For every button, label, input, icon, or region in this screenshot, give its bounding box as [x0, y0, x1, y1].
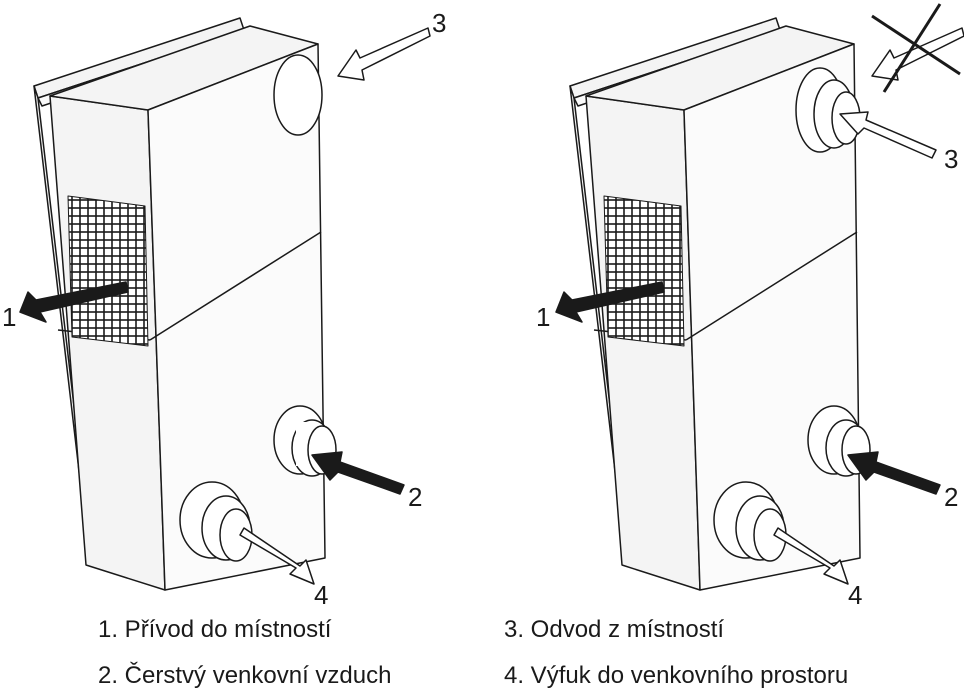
right-arrow-4-exhaust: [773, 527, 849, 585]
right-callout-3: 3: [944, 144, 958, 174]
right-panel-divider: [685, 231, 858, 341]
left-arrow-2-fresh: [311, 451, 405, 495]
right-arrow-1-supply: [555, 281, 665, 323]
right-callout-1: 1: [536, 302, 550, 332]
legend-item-1: 1. Přívod do místností: [98, 616, 332, 643]
right-unit: [569, 17, 871, 591]
right-arrows: [555, 3, 964, 585]
legend-item-3: 3. Odvod z místností: [504, 616, 725, 643]
left-panel-divider: [149, 231, 322, 341]
right-exhaust-spigot: [713, 481, 787, 562]
legend-item-2: 2. Čerstvý venkovní vzduch: [98, 662, 392, 689]
right-callout-labels: 1 2 3 4: [536, 144, 958, 610]
left-top-port: [273, 54, 323, 136]
right-arrow-2-fresh: [847, 451, 941, 495]
right-extract-spigot: [795, 67, 861, 153]
right-arrow-3-extract: [839, 111, 937, 159]
left-arrow-3-extract: [337, 27, 431, 81]
left-exhaust-spigot: [179, 481, 253, 562]
cross-mark-line-a: [871, 14, 961, 76]
right-arrow-crossed: [871, 27, 964, 81]
right-callout-2: 2: [944, 482, 958, 512]
left-callout-2: 2: [408, 482, 422, 512]
right-grille: [603, 195, 685, 347]
legend-item-4: 4. Výfuk do venkovního prostoru: [504, 662, 849, 689]
left-callout-1: 1: [2, 302, 16, 332]
left-callout-labels: 1 2 3 4: [2, 8, 446, 610]
cross-mark-line-b: [882, 3, 942, 93]
left-arrows: [19, 27, 431, 585]
left-unit: [33, 17, 337, 591]
right-callout-4: 4: [848, 580, 862, 610]
left-arrow-4-exhaust: [239, 527, 315, 585]
left-callout-4: 4: [314, 580, 328, 610]
left-grille: [67, 195, 149, 347]
left-callout-3: 3: [432, 8, 446, 38]
left-arrow-1-supply: [19, 281, 129, 323]
